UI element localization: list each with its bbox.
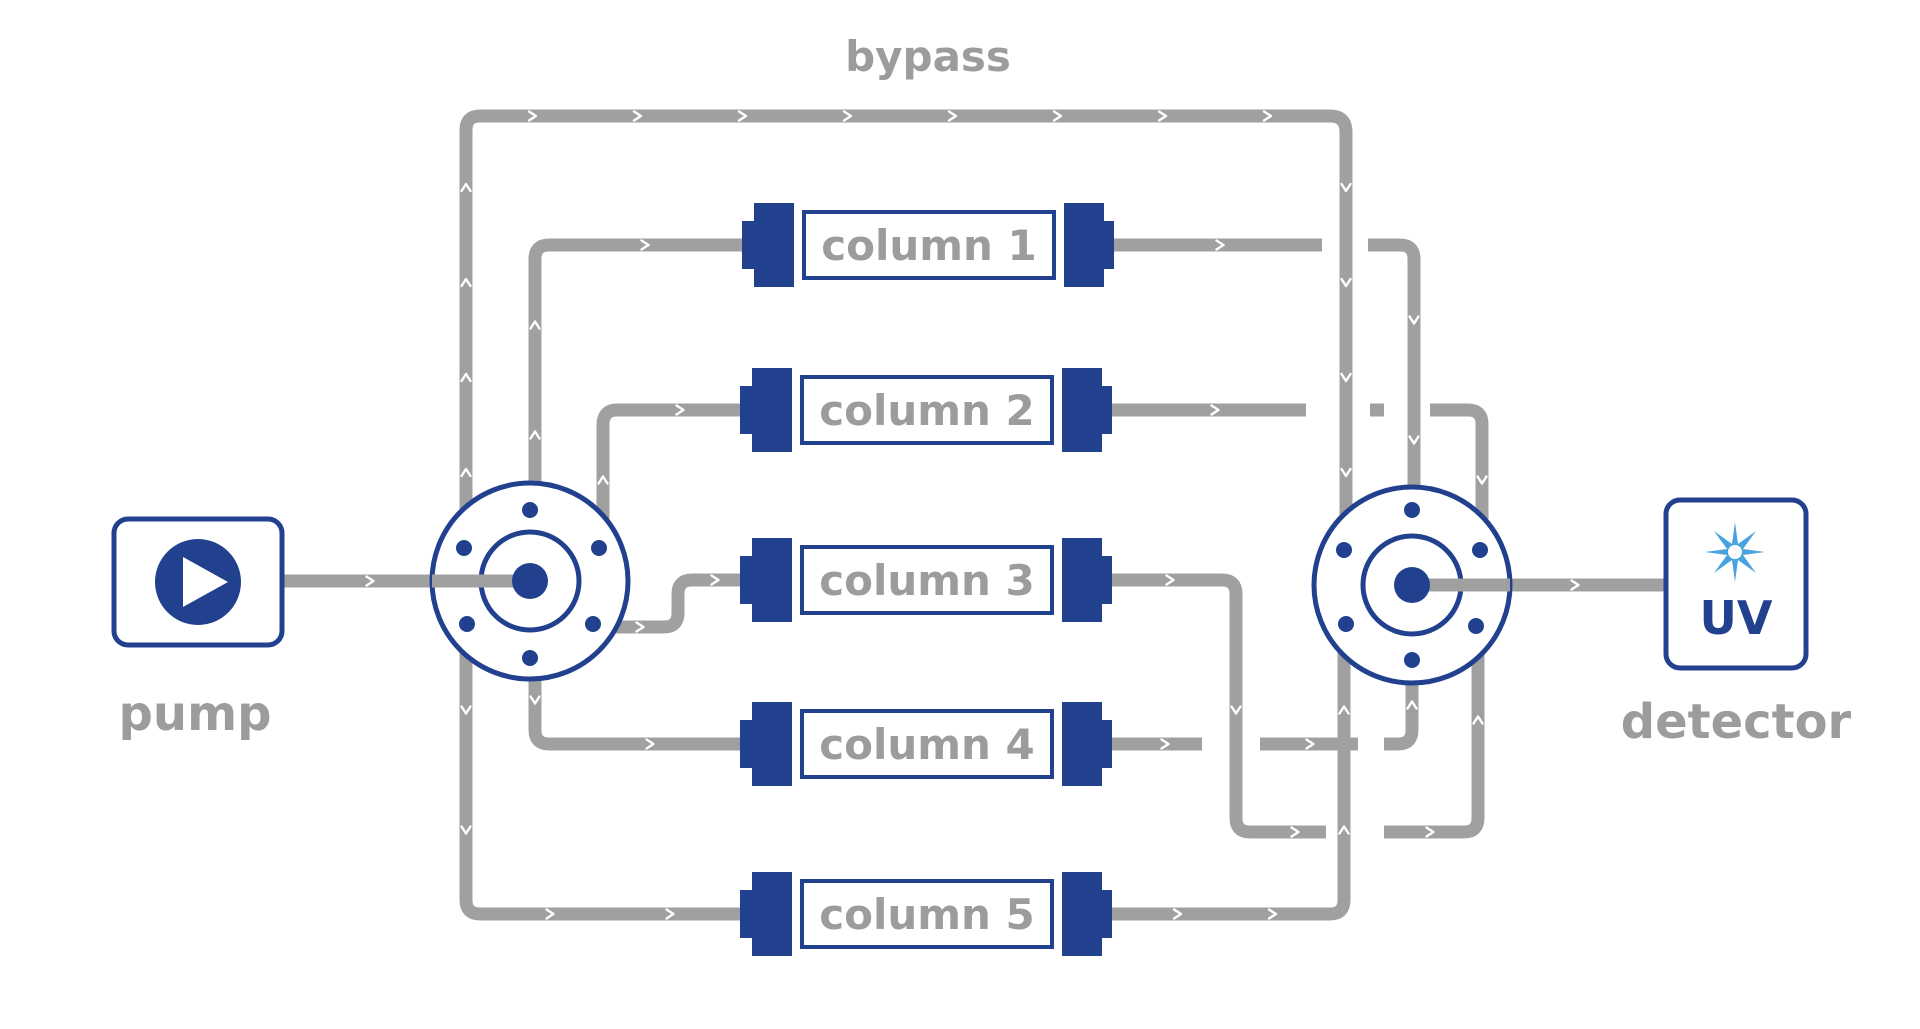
flow-arrow-icon: [1340, 182, 1352, 193]
tube-column-1-in: [528, 238, 746, 512]
tube-column-5-in: [459, 624, 742, 921]
detector-box: [1663, 497, 1809, 671]
selector-valve-left: [429, 480, 631, 682]
valve-left-port-3: [585, 616, 601, 632]
play-icon-triangle: [183, 557, 228, 607]
flow-arrow-icon: [1338, 825, 1350, 835]
column-4: column 4: [740, 702, 1112, 786]
flow-arrow-icon: [1408, 435, 1420, 445]
flow-arrow-icon: [1338, 705, 1350, 715]
flow-arrow-icon: [529, 430, 541, 440]
flow-arrow-icon: [460, 467, 472, 478]
flow-arrow-icon: [1472, 715, 1484, 725]
tube-bypass: [459, 109, 1353, 552]
uv-lamp-icon: [1705, 522, 1765, 582]
column-2: column 2: [740, 368, 1112, 452]
flow-arrows: [365, 110, 1580, 920]
tubing-network: [282, 109, 1666, 921]
flow-arrow-icon: [1210, 404, 1220, 416]
flow-arrow-icon: [1262, 110, 1273, 122]
flow-arrow-icon: [1340, 467, 1352, 478]
column-3: column 3: [740, 538, 1112, 622]
flow-arrow-icon: [1408, 315, 1420, 325]
flow-arrow-icon: [1230, 705, 1242, 715]
flow-arrow-icon: [527, 110, 538, 122]
flow-arrow-icon: [1215, 239, 1225, 251]
flow-arrow-icon: [460, 825, 472, 835]
column-3-label: column 3: [819, 556, 1035, 605]
valve-left-port-1: [522, 502, 538, 518]
flow-arrow-icon: [1425, 826, 1435, 838]
valve-left-center-port: [512, 563, 548, 599]
valve-left-port-4: [522, 650, 538, 666]
column-1: column 1: [742, 203, 1114, 287]
tube-column-3-in: [594, 573, 742, 634]
flow-arrow-icon: [1476, 475, 1488, 485]
detector-uv-text: UV: [1700, 591, 1773, 645]
flow-arrow-icon: [1160, 738, 1170, 750]
valve-right-port-1: [1404, 502, 1420, 518]
flow-arrow-icon: [529, 695, 541, 705]
flow-arrow-icon: [675, 404, 685, 416]
flow-arrow-icon: [1290, 826, 1300, 838]
columns: column 1 column 2 column 3 column 4: [740, 203, 1114, 956]
flow-arrow-icon: [460, 372, 472, 383]
column-5-label: column 5: [819, 890, 1035, 939]
flow-arrow-icon: [460, 705, 472, 715]
detector-label: detector: [1621, 694, 1852, 750]
tube-column-4-in: [528, 658, 742, 751]
flow-arrow-icon: [1267, 908, 1278, 920]
flow-arrow-icon: [1157, 110, 1168, 122]
flow-arrow-icon: [597, 475, 609, 485]
flow-arrow-icon: [365, 575, 375, 587]
flow-arrow-icon: [710, 574, 720, 586]
valve-right-port-6: [1336, 542, 1352, 558]
flow-arrow-icon: [1052, 110, 1063, 122]
valve-right-center-port: [1394, 567, 1430, 603]
pump-label: pump: [119, 686, 272, 742]
flow-arrow-icon: [1340, 277, 1352, 288]
valve-right-port-5: [1338, 616, 1354, 632]
flow-arrow-icon: [1406, 700, 1418, 710]
flow-arrow-icon: [529, 320, 541, 330]
flow-arrow-icon: [632, 110, 643, 122]
flow-arrow-icon: [460, 277, 472, 288]
flow-arrow-icon: [635, 621, 645, 633]
flow-arrow-icon: [737, 110, 748, 122]
column-1-label: column 1: [821, 221, 1037, 270]
column-4-label: column 4: [819, 720, 1035, 769]
flow-arrow-icon: [460, 182, 472, 193]
flow-arrow-icon: [645, 738, 655, 750]
detector: UV detector: [1621, 497, 1852, 750]
flow-arrow-icon: [947, 110, 958, 122]
tube-column-5-out: [1110, 624, 1351, 921]
selector-valve-right: [1311, 484, 1513, 686]
bypass-label: bypass: [845, 32, 1011, 81]
valve-left-port-5: [459, 616, 475, 632]
tube-column-3-out: [1110, 573, 1485, 839]
flow-arrow-icon: [1570, 579, 1580, 591]
flow-arrow-icon: [665, 908, 675, 920]
valve-left-port-2: [591, 540, 607, 556]
flow-arrow-icon: [545, 908, 555, 920]
tube-column-2-out: [1110, 403, 1489, 550]
flow-arrow-icon: [640, 239, 650, 251]
tube-column-2-in: [596, 403, 742, 550]
pump: pump: [111, 516, 285, 742]
tube-column-1-out: [1109, 238, 1421, 512]
column-5: column 5: [740, 872, 1112, 956]
flow-arrow-icon: [1305, 738, 1315, 750]
valve-left-port-6: [456, 540, 472, 556]
flow-arrow-icon: [1340, 372, 1352, 383]
flow-arrow-icon: [1172, 908, 1183, 920]
valve-right-port-4: [1404, 652, 1420, 668]
column-2-label: column 2: [819, 386, 1035, 435]
valve-right-port-3: [1468, 618, 1484, 634]
valve-right-port-2: [1472, 542, 1488, 558]
flow-arrow-icon: [842, 110, 853, 122]
flow-arrow-icon: [1165, 574, 1175, 586]
